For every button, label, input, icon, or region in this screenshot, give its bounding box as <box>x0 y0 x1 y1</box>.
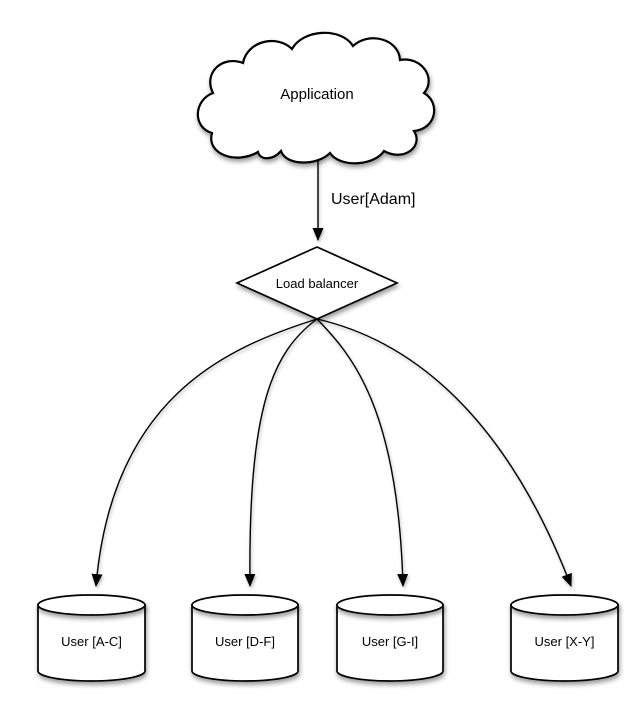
diamond-icon <box>234 246 400 320</box>
edge-loadbalancer-to-shard-ac <box>91 318 318 587</box>
database-cylinder-top <box>336 594 444 616</box>
load-balancer-label: Load balancer <box>276 276 359 291</box>
database-cylinder-top <box>191 594 299 616</box>
shard-node-ac: User [A-C] <box>37 594 146 682</box>
edge-loadbalancer-to-shard-xy <box>316 318 572 587</box>
load-balancer-node: Load balancer <box>234 246 400 320</box>
database-cylinder-icon <box>510 604 619 682</box>
edge-loadbalancer-to-shard-gi <box>316 318 409 587</box>
shard-xy-label: User [X-Y] <box>535 634 595 649</box>
shard-ac-label: User [A-C] <box>61 634 122 649</box>
application-node: Application <box>196 31 436 165</box>
database-cylinder-icon <box>37 604 146 682</box>
database-cylinder-icon <box>191 604 299 682</box>
edge-user-adam-label: User[Adam] <box>331 191 415 208</box>
shard-gi-label: User [G-I] <box>362 634 418 649</box>
database-cylinder-top <box>37 594 146 616</box>
edge-loadbalancer-to-shard-df <box>244 318 318 587</box>
database-cylinder-top <box>510 594 619 616</box>
shard-node-gi: User [G-I] <box>336 594 444 682</box>
cloud-icon <box>196 31 436 165</box>
shard-node-xy: User [X-Y] <box>510 594 619 682</box>
shard-node-df: User [D-F] <box>191 594 299 682</box>
application-label: Application <box>280 86 353 103</box>
shard-df-label: User [D-F] <box>215 634 275 649</box>
edges <box>91 150 572 587</box>
database-cylinder-icon <box>336 604 444 682</box>
